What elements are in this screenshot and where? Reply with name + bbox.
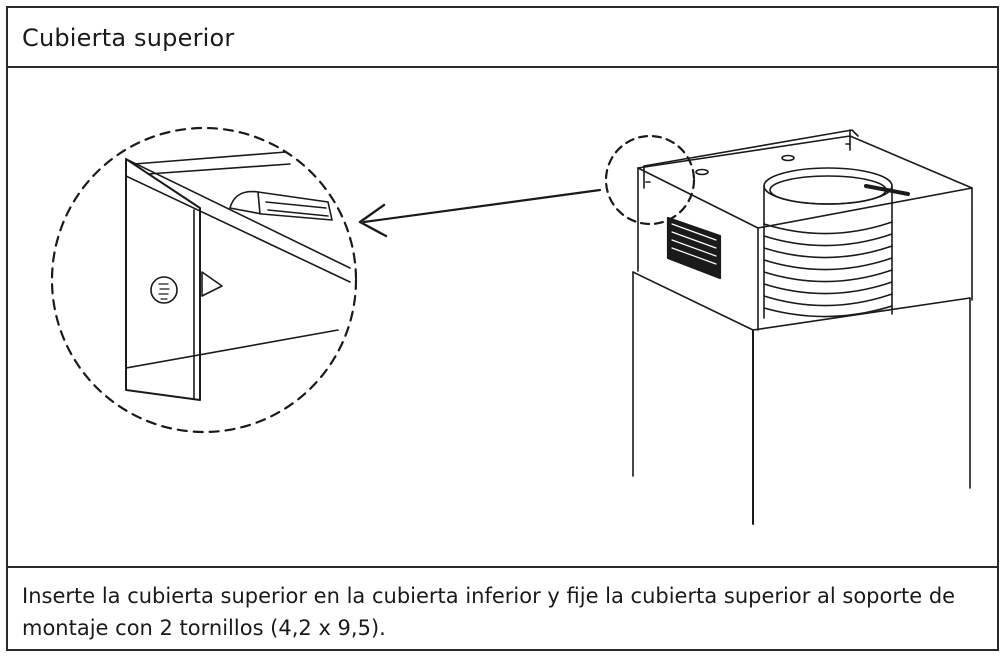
section-title: Cubierta superior <box>22 24 235 52</box>
direction-arrow <box>358 188 602 238</box>
vent-grill <box>666 216 722 280</box>
hood-chimney <box>604 129 973 525</box>
panel-header: Cubierta superior <box>8 8 997 68</box>
flexible-duct <box>763 167 910 319</box>
screw-icon <box>150 276 178 304</box>
detail-view <box>50 126 358 434</box>
assembly-illustration <box>8 68 997 568</box>
illustration-svg <box>50 126 973 525</box>
instruction-text: Inserte la cubierta superior en la cubie… <box>22 584 956 640</box>
instruction-panel: Cubierta superior <box>6 6 999 651</box>
callout-circle <box>604 134 696 226</box>
detail-circle <box>50 126 358 434</box>
